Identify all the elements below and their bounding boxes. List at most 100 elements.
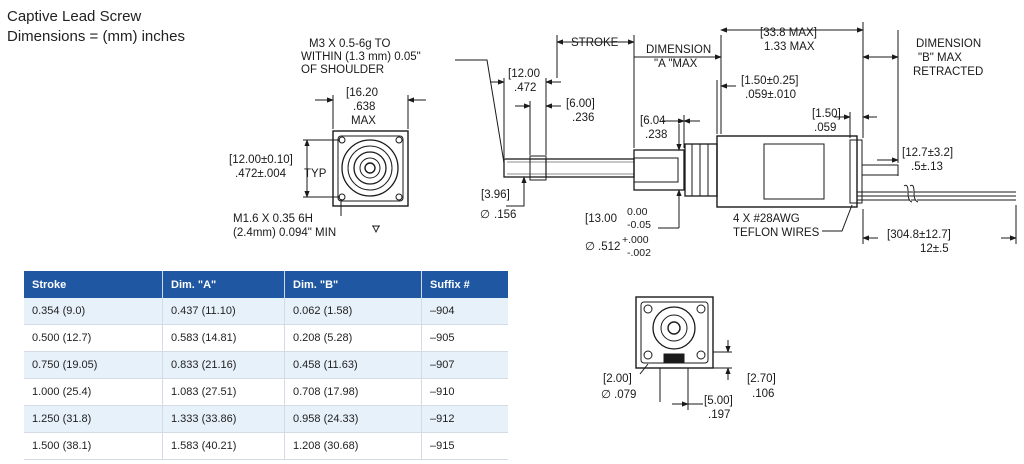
pilot-diameter-tol-lo: -0.05 [627, 219, 651, 231]
front-width-in: .638 [353, 101, 375, 113]
cell-suffix: –912 [421, 405, 508, 433]
cell-dim-b: 0.208 (5.28) [284, 324, 422, 352]
rear-bolt-hole-tl [643, 304, 653, 314]
cell-stroke: 0.500 (12.7) [24, 324, 163, 352]
front-width-max: MAX [351, 115, 376, 127]
shaft-length-mm: [12.00 [508, 68, 540, 80]
cell-suffix: –910 [421, 378, 508, 406]
lead-length-mm: [304.8±12.7] [887, 229, 951, 241]
dimension-b-label-3: RETRACTED [913, 66, 983, 78]
lead-length-in: 12±.5 [920, 243, 949, 255]
rear-tail-shaft [861, 164, 899, 176]
cell-stroke: 1.250 (31.8) [24, 405, 163, 433]
rear-offset-mm: [2.70] [747, 373, 776, 385]
rear-bolt-hole-tr [696, 304, 706, 314]
cell-dim-a: 1.083 (27.51) [162, 378, 285, 406]
thread-spec-3: OF SHOULDER [301, 64, 384, 76]
dimension-b-label-1: DIMENSION [916, 38, 981, 50]
thread-spec-2: WITHIN (1.3 mm) 0.05" [301, 51, 421, 63]
cell-dim-b: 1.208 (30.68) [284, 432, 422, 460]
header-dim-a: Dim. "A" [162, 271, 285, 298]
cell-dim-a: 1.583 (40.21) [162, 432, 285, 460]
tail-length-in: .5±.13 [911, 161, 943, 173]
rear-hole-diameter-mm: [2.00] [603, 373, 632, 385]
pilot-diameter-mm: [13.00 [585, 213, 617, 225]
dimension-a-label-2: "A "MAX [654, 58, 698, 70]
cell-stroke: 1.000 (25.4) [24, 378, 163, 406]
table-row: 0.354 (9.0) 0.437 (11.10) 0.062 (1.58) –… [24, 298, 508, 325]
pilot-diameter-in-hi: +.000 [622, 234, 649, 246]
cell-dim-a: 0.583 (14.81) [162, 324, 285, 352]
cell-suffix: –915 [421, 432, 508, 460]
motor-flange [684, 143, 718, 197]
front-width-mm: [16.20 [346, 87, 378, 99]
pilot-length-in: .238 [645, 129, 667, 141]
diameter-symbol-1: ∅ [480, 209, 490, 221]
end-cap-mm: [1.50] [812, 108, 841, 120]
rear-span-mm: [5.00] [704, 395, 733, 407]
dimension-table: Stroke Dim. "A" Dim. "B" Suffix # 0.354 … [24, 271, 508, 460]
diagram-title: Captive Lead Screw Dimensions = (mm) inc… [7, 7, 185, 47]
rear-flange-outline [635, 296, 714, 369]
shoulder-length-mm: [6.00] [566, 98, 595, 110]
cell-dim-b: 0.958 (24.33) [284, 405, 422, 433]
dimension-b-label-2: "B" MAX [918, 52, 962, 64]
shaft-length-in: .472 [514, 82, 536, 94]
wires-spec-1: 4 X #28AWG [733, 213, 800, 225]
shaft-diameter-mm: [3.96] [481, 189, 510, 201]
front-bolt-hole-br [395, 193, 403, 201]
rear-bolt-hole-br [696, 350, 706, 360]
wires-spec-2: TEFLON WIRES [733, 227, 820, 239]
header-stroke: Stroke [24, 271, 163, 298]
shoulder-length-in: .236 [572, 112, 594, 124]
cell-suffix: –904 [421, 298, 508, 325]
pilot-diameter-in: .512 [598, 241, 620, 253]
shaft-shoulder [529, 155, 547, 181]
title-line-2: Dimensions = (mm) inches [7, 28, 185, 45]
rear-offset-in: .106 [752, 388, 774, 400]
rear-span-in: .197 [708, 409, 730, 421]
table-row: 0.500 (12.7) 0.583 (14.81) 0.208 (5.28) … [24, 324, 508, 352]
pilot-diameter-tol-hi: 0.00 [627, 206, 648, 218]
cell-dim-b: 0.458 (11.63) [284, 351, 422, 379]
motor-body [716, 135, 858, 208]
rear-hole-diameter-in: .079 [614, 389, 636, 401]
cell-suffix: –905 [421, 324, 508, 352]
front-view [303, 95, 426, 234]
front-bolt-hole-tr [395, 136, 403, 144]
rear-view [635, 296, 732, 410]
front-flange-outline [332, 130, 409, 207]
thread-spec-1: M3 X 0.5-6g TO [309, 38, 390, 50]
front-shaft [364, 162, 376, 174]
pilot-housing [633, 149, 685, 191]
header-suffix: Suffix # [421, 271, 508, 298]
front-bolt-spacing-in: .472±.004 [235, 168, 287, 180]
title-line-1: Captive Lead Screw [7, 8, 142, 25]
front-hole-spec-2: (2.4mm) 0.094" MIN [233, 227, 336, 239]
flange-position-mm: [1.50±0.25] [741, 75, 798, 87]
dimension-a-label-1: DIMENSION [646, 44, 711, 56]
header-dim-b: Dim. "B" [284, 271, 422, 298]
cell-dim-a: 0.437 (11.10) [162, 298, 285, 325]
cell-stroke: 1.500 (38.1) [24, 432, 163, 460]
diameter-symbol-3: ∅ [601, 389, 611, 401]
stroke-label: STROKE [571, 37, 619, 49]
tail-length-mm: [12.7±3.2] [902, 147, 953, 159]
body-length-in: 1.33 MAX [764, 41, 815, 53]
table-row: 1.250 (31.8) 1.333 (33.86) 0.958 (24.33)… [24, 405, 508, 433]
cell-suffix: –907 [421, 351, 508, 379]
table-row: 1.000 (25.4) 1.083 (27.51) 0.708 (17.98)… [24, 378, 508, 406]
rear-boss [652, 306, 696, 350]
cell-stroke: 0.354 (9.0) [24, 298, 163, 325]
body-length-mm: [33.8 MAX] [760, 27, 817, 39]
cell-dim-b: 0.708 (17.98) [284, 378, 422, 406]
pilot-length-mm: [6.04 [640, 115, 666, 127]
flange-position-in: .059±.010 [745, 89, 796, 101]
pilot-diameter-in-lo: -.002 [627, 247, 651, 259]
table-header-row: Stroke Dim. "A" Dim. "B" Suffix # [24, 271, 508, 298]
rear-connector [663, 353, 685, 363]
end-cap-in: .059 [814, 122, 836, 134]
front-bolt-spacing-typ: TYP [304, 168, 327, 180]
table-row: 1.500 (38.1) 1.583 (40.21) 1.208 (30.68)… [24, 432, 508, 460]
